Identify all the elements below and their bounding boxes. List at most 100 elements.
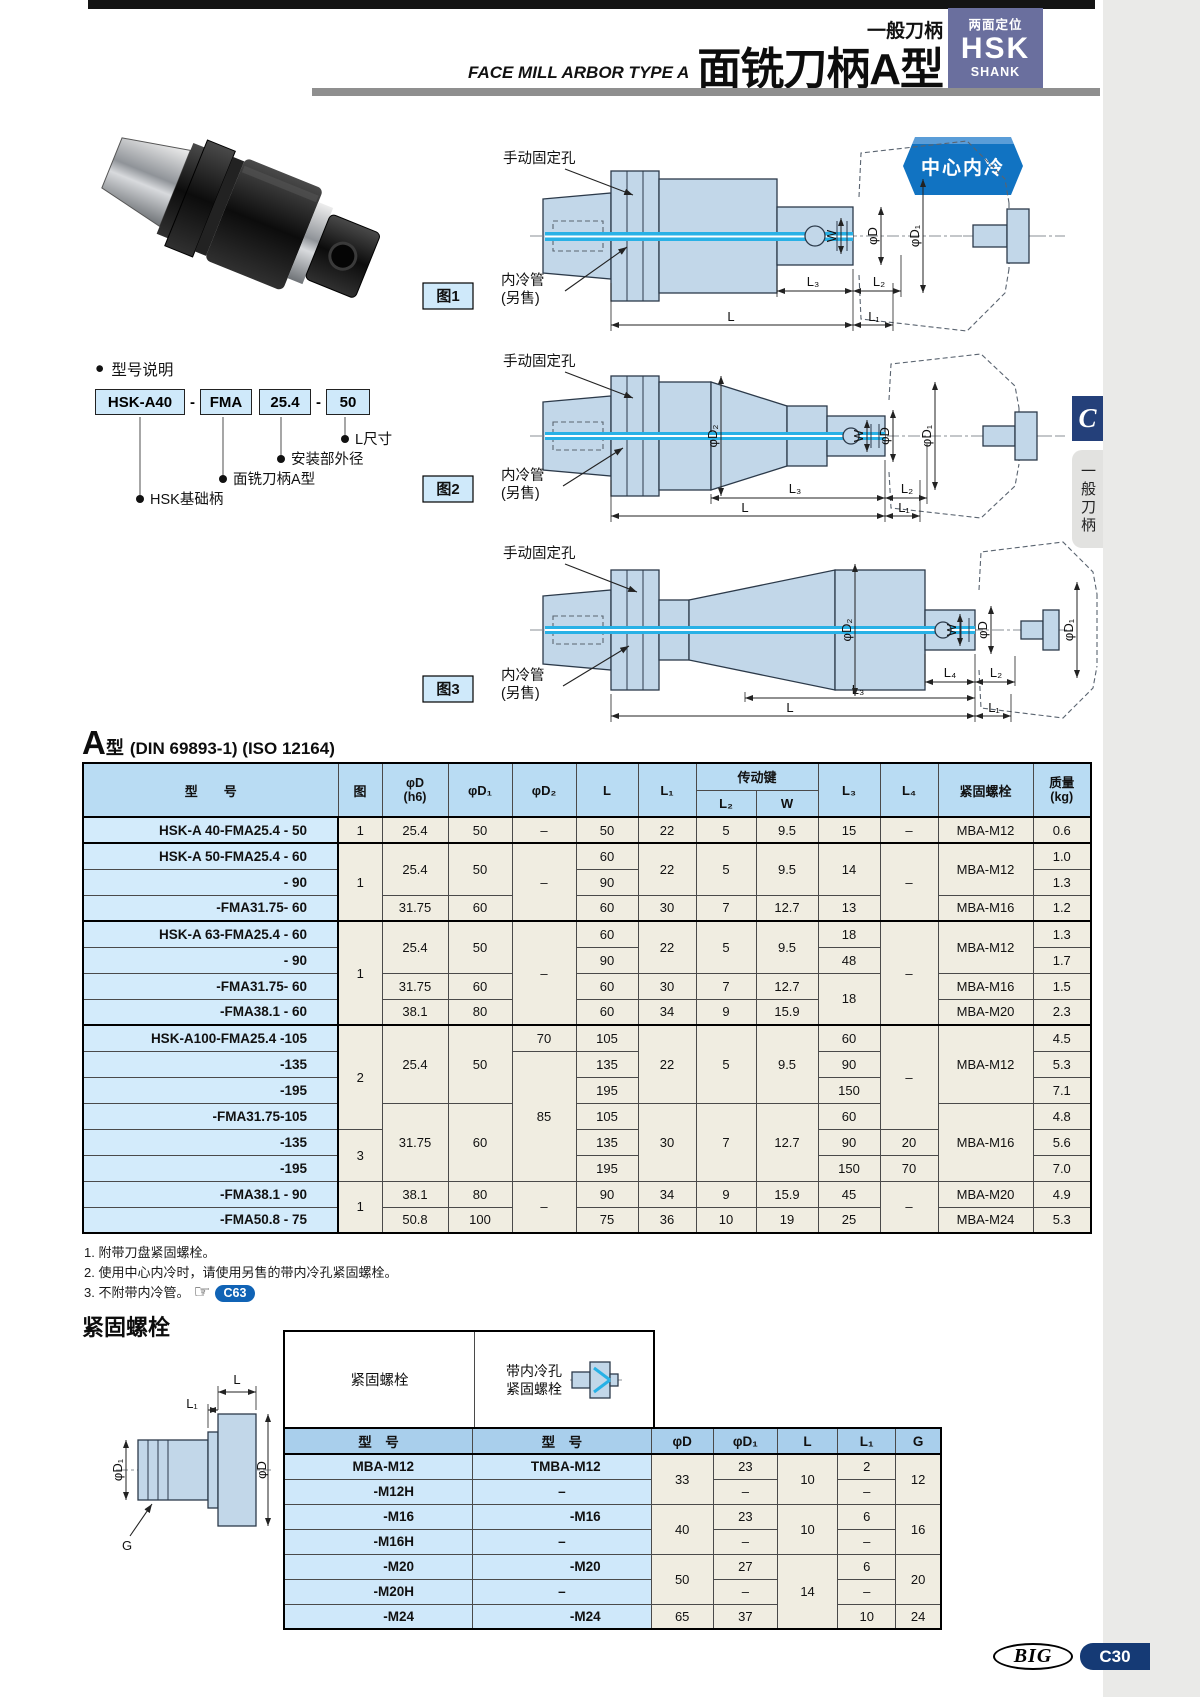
spec-table-header: 型 号 图 φD(h6) φD₁ φD₂ L L₁ 传动键 L₃ L₄ 紧固螺栓…	[82, 762, 1092, 818]
note-1: 1. 附带刀盘紧固螺栓。	[84, 1245, 216, 1260]
value-cell: 70	[511, 1024, 577, 1052]
dim-l1: L₁	[898, 500, 910, 515]
value-cell: 12.7	[755, 1102, 819, 1182]
value-cell: 22	[637, 816, 697, 844]
col-mass-label: 质量	[1049, 776, 1075, 790]
figure-2: L₃ L₂ L L₁ φD₂ W φD φD₁ 手动固定孔 内冷管 (另售) 图…	[422, 353, 1065, 522]
page-number: C30	[1080, 1643, 1150, 1670]
value-cell: MBA-M12	[937, 1024, 1034, 1104]
model-cell: -M12H	[283, 1478, 474, 1505]
bolt-col-model1: 型 号	[283, 1427, 474, 1455]
legend-box-type: FMA	[200, 389, 252, 415]
page-reference-badge[interactable]: C63	[214, 1284, 256, 1302]
figure-3: L₄ L₂ L₃ L L₁ φD₂ W φD φD₁ 手动固定孔 内冷管 (另售…	[422, 541, 1098, 722]
dim-l: L	[233, 1372, 240, 1387]
value-cell: 23	[712, 1453, 778, 1480]
value-cell: 90	[575, 868, 639, 896]
value-cell: 65	[650, 1603, 714, 1630]
legend-leaders: L尺寸 安装部外径 面铣刀柄A型 HSK基础柄	[136, 417, 392, 508]
dim-g: G	[122, 1538, 132, 1553]
bolt-table-header-block: 紧固螺栓 带内冷孔 紧固螺栓	[283, 1330, 655, 1427]
value-cell: 12.7	[755, 972, 819, 1000]
value-cell: 5.3	[1032, 1050, 1092, 1078]
value-cell: 5.6	[1032, 1128, 1092, 1156]
bolt-header-right-line1: 带内冷孔	[505, 1362, 562, 1379]
dim-d: φD	[254, 1461, 269, 1479]
dim-d1: φD₁	[1061, 618, 1076, 641]
value-cell: 105	[575, 1102, 639, 1130]
legend-box-length: 50	[326, 389, 370, 415]
value-cell: 1	[337, 816, 383, 844]
value-cell: 9.5	[755, 1024, 819, 1104]
model-cell: -FMA31.75-105	[82, 1102, 339, 1130]
value-cell: MBA-M16	[937, 894, 1034, 922]
col-model: 型 号	[82, 762, 339, 818]
dim-l1: L₁	[988, 700, 1000, 715]
value-cell: –	[511, 1180, 577, 1234]
model-cell: -M24	[283, 1603, 474, 1630]
value-cell: 1.3	[1032, 868, 1092, 896]
model-cell: -M24	[472, 1603, 652, 1630]
spec-table: 型 号 图 φD(h6) φD₁ φD₂ L L₁ 传动键 L₃ L₄ 紧固螺栓…	[82, 762, 1093, 1234]
value-cell: 1.5	[1032, 972, 1092, 1000]
model-cell: –	[472, 1478, 652, 1505]
dim-l: L	[786, 700, 793, 715]
model-cell: -M20	[472, 1553, 652, 1580]
fig3-cutter-dashed	[978, 541, 1098, 719]
legend-box-shank: HSK-A40	[95, 389, 185, 415]
table-row: -M20H–––	[283, 1578, 941, 1605]
fig2-tag: 图2	[436, 481, 459, 498]
model-cell: -FMA31.75- 60	[82, 894, 339, 922]
value-cell: 9.5	[755, 842, 819, 896]
bolt-dimensions: L L₁ φD₁ φD G	[110, 1372, 271, 1553]
fig2-pull-stud	[975, 411, 1049, 461]
value-cell: 100	[447, 1206, 513, 1234]
table-title: A 型 (DIN 69893-1) (ISO 12164)	[82, 724, 335, 762]
value-cell: 30	[637, 1102, 697, 1182]
value-cell: 31.75	[381, 972, 449, 1000]
dim-d1: φD₁	[919, 424, 934, 447]
value-cell: MBA-M20	[937, 1180, 1034, 1208]
model-cell: HSK-A 40-FMA25.4 - 50	[82, 816, 339, 844]
bolt-col-d1: φD₁	[712, 1427, 778, 1455]
value-cell: 60	[447, 894, 513, 922]
value-cell: 1	[337, 1180, 383, 1234]
note-2: 2. 使用中心内冷时，请使用另售的带内冷孔紧固螺栓。	[84, 1265, 398, 1280]
value-cell: 0.6	[1032, 816, 1092, 844]
value-cell: 150	[817, 1076, 881, 1104]
model-cell: -FMA38.1 - 60	[82, 998, 339, 1026]
value-cell: 1	[337, 842, 383, 922]
section-letter-tab: C	[1072, 396, 1103, 441]
value-cell: 195	[575, 1076, 639, 1104]
page-margin-strip	[1103, 0, 1200, 1697]
value-cell: 90	[575, 1180, 639, 1208]
value-cell: 15.9	[755, 998, 819, 1026]
fig1-coolant-label1: 内冷管	[501, 272, 545, 289]
value-cell: 50	[575, 816, 639, 844]
value-cell: –	[511, 842, 577, 922]
value-cell: MBA-M12	[937, 816, 1034, 844]
col-d-sym: φD	[406, 776, 424, 790]
dim-l3: L₃	[807, 274, 820, 289]
value-cell: 195	[575, 1154, 639, 1182]
col-l: L	[575, 762, 639, 818]
fig1-dimensions: L₃ L₂ L L₁ W φD φD₁	[610, 179, 926, 331]
fig2-coolant-label2: (另售)	[501, 485, 540, 502]
value-cell: 25.4	[381, 920, 449, 974]
value-cell: 60	[817, 1024, 881, 1052]
value-cell: 15.9	[755, 1180, 819, 1208]
model-designation-legend: ● 型号说明 HSK-A40 - FMA 25.4 - 50 L尺寸 安装部外径…	[95, 358, 430, 533]
value-cell: 23	[712, 1503, 778, 1530]
value-cell: 22	[637, 842, 697, 896]
fig1-pull-stud	[963, 208, 1045, 264]
fig3-tag: 图3	[436, 681, 459, 698]
value-cell: –	[879, 816, 939, 844]
value-cell: –	[879, 1024, 939, 1130]
value-cell: 60	[575, 842, 639, 870]
